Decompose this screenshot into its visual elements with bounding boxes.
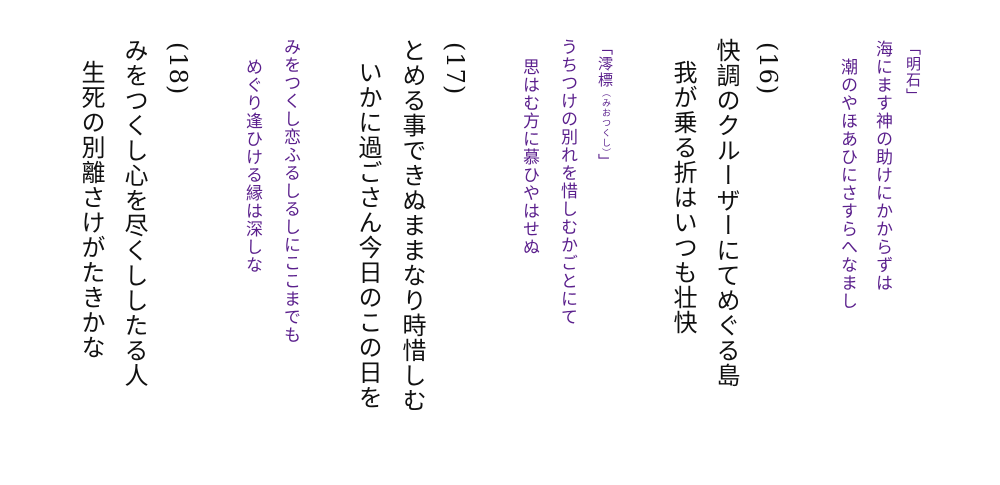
reference-miotsukushi-line-2: 思はむ方に慕ひやはせぬ	[519, 58, 539, 256]
poem-number-17: (17)	[441, 42, 469, 96]
reference-miotsukushi-line-1: うちつけの別れを惜しむかごとにて	[557, 38, 577, 326]
poem-18-line-1: みをつくし心を尽くししたる人	[120, 38, 148, 388]
reference-title-akashi: 「明石」	[904, 40, 922, 104]
poem-18-line-2: 生死の別離さけがたきかな	[77, 60, 105, 360]
reference-miotsukushi-header: 「澪標（みおつくし）」	[596, 40, 614, 170]
reference-title-miotsukushi: 「澪標	[596, 40, 614, 88]
reference-title-close: 」	[596, 153, 614, 170]
poem-number-18: (18)	[164, 42, 192, 96]
reference-3-line-2: めぐり逢ひける縁は深しな	[242, 58, 262, 274]
poem-17-line-2: いかに過ごさん今日のこの日を	[354, 60, 382, 410]
poem-16-line-1: 快調のクルーザーにてめぐる島	[712, 38, 740, 388]
reference-akashi-line-2: 潮のやほあひにさすらへなまし	[837, 58, 857, 310]
poem-16-line-2: 我が乗る折はいつも壮快	[669, 60, 697, 335]
poem-number-16: (16)	[754, 42, 782, 96]
reference-3-line-1: みをつくし恋ふるしるしにここまでも	[280, 38, 300, 344]
reference-title-reading: （みおつくし）	[600, 88, 610, 154]
poem-17-line-1: とめる事できぬままなり時惜しむ	[398, 38, 426, 413]
reference-akashi-line-1: 海にます神の助けにかからずは	[872, 40, 892, 292]
